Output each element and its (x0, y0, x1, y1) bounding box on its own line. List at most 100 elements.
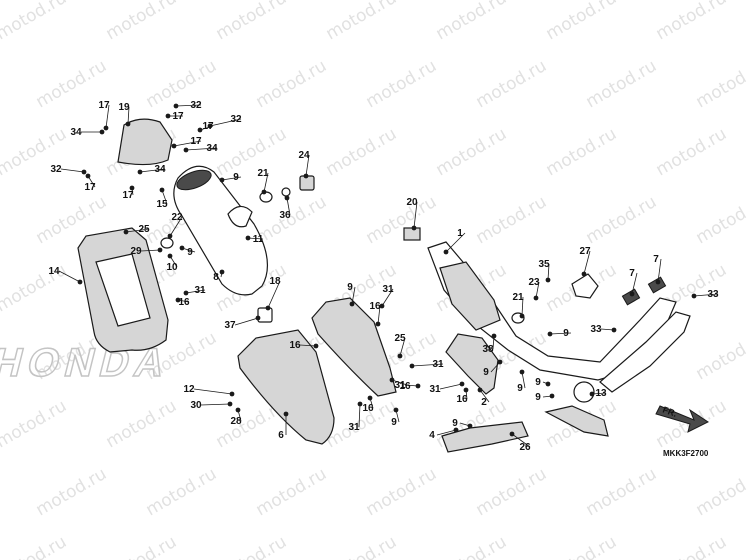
fastener-mark (137, 169, 143, 175)
leader-line (411, 363, 444, 367)
fastener-mark (375, 321, 381, 327)
callout-7: 7 (653, 254, 659, 265)
callout-16: 16 (178, 297, 190, 308)
callout-21: 21 (512, 292, 524, 303)
fastener-mark (477, 387, 483, 393)
watermark-text: motod.ru (653, 0, 731, 44)
callout-17: 17 (172, 111, 184, 122)
watermark-text: motod.ru (583, 464, 661, 520)
watermark-text: motod.ru (0, 532, 70, 560)
callout-20: 20 (406, 197, 418, 208)
fastener-mark (123, 229, 129, 235)
leader-line (125, 228, 150, 233)
fastener-mark (183, 290, 189, 296)
callout-35: 35 (538, 259, 550, 270)
fastener-mark (77, 279, 83, 285)
callout-7: 7 (629, 268, 635, 279)
watermark-text: motod.ru (433, 532, 511, 560)
leader-line (479, 389, 490, 403)
muffler-tip (176, 169, 212, 191)
fastener-mark (443, 249, 449, 255)
callout-1: 1 (457, 228, 463, 239)
watermark-text: motod.ru (543, 0, 621, 44)
leader-line (399, 337, 406, 357)
leader-line (169, 216, 183, 237)
leader-line (234, 317, 259, 326)
fastener-mark (103, 125, 109, 131)
pipe-bracket (445, 333, 499, 395)
leader-line (583, 250, 591, 275)
pipe-collar-b (647, 276, 667, 294)
callout-33: 33 (590, 324, 602, 335)
callout-24: 24 (298, 150, 310, 161)
watermark-text: motod.ru (543, 532, 621, 560)
fastener-mark (589, 391, 595, 397)
callout-34: 34 (154, 164, 166, 175)
fastener-mark (379, 303, 385, 309)
fastener-mark (519, 313, 525, 319)
callout-17: 17 (202, 121, 214, 132)
watermark-text: motod.ru (33, 464, 111, 520)
callout-15: 15 (156, 199, 168, 210)
fastener-mark (85, 173, 91, 179)
catalyzer-chamber (439, 261, 501, 331)
watermark-text: motod.ru (693, 56, 747, 112)
fastener-mark (284, 195, 290, 201)
fastener-mark (167, 233, 173, 239)
fastener-mark (129, 185, 135, 191)
watermark-text: motod.ru (693, 328, 747, 384)
fastener-mark (629, 291, 635, 297)
leader-line (439, 383, 463, 390)
leader-line (105, 104, 110, 129)
callout-2: 2 (481, 397, 487, 408)
leader-line (305, 154, 310, 177)
watermark-text: motod.ru (143, 56, 221, 112)
watermark-text: motod.ru (583, 56, 661, 112)
leader-line (377, 305, 381, 325)
callout-9: 9 (391, 417, 397, 428)
callout-16: 16 (362, 403, 374, 414)
leader-line (547, 263, 550, 281)
fastener-mark (157, 247, 163, 253)
pipe-protector (544, 405, 609, 437)
watermark-text: motod.ru (693, 464, 747, 520)
fastener-mark (545, 381, 551, 387)
lower-cover (237, 329, 335, 445)
header-pipe-2 (599, 311, 691, 393)
fastener-mark (389, 377, 395, 383)
callout-13: 13 (595, 388, 607, 399)
watermark-text: motod.ru (213, 532, 291, 560)
fastener-mark (313, 343, 319, 349)
muffler-body (173, 165, 268, 296)
fastener-mark (229, 391, 235, 397)
heat-protector (311, 297, 397, 397)
callout-17: 17 (98, 100, 110, 111)
leader-line (221, 176, 242, 181)
watermark-text: motod.ru (363, 464, 441, 520)
callout-29: 29 (130, 246, 142, 257)
callout-31: 31 (382, 284, 394, 295)
fastener-mark (173, 103, 179, 109)
watermark-text: motod.ru (213, 124, 291, 180)
watermark-text: motod.ru (433, 124, 511, 180)
mount-bush (259, 191, 273, 203)
diagram-code: MKK3F2700 (663, 449, 709, 458)
fastener-mark (611, 327, 617, 333)
callout-9: 9 (563, 328, 569, 339)
fastener-mark (459, 381, 465, 387)
fastener-mark (393, 407, 399, 413)
fastener-mark (463, 387, 469, 393)
fastener-mark (357, 401, 363, 407)
leader-line (175, 104, 202, 107)
leader-line (511, 433, 531, 448)
leader-line (60, 168, 85, 173)
fastener-mark (245, 235, 251, 241)
leader-line (193, 388, 233, 395)
callout-9: 9 (483, 367, 489, 378)
watermark-text: motod.ru (473, 56, 551, 112)
fastener-mark (197, 127, 203, 133)
callout-9: 9 (347, 282, 353, 293)
fastener-mark (165, 113, 171, 119)
callout-9: 9 (517, 383, 523, 394)
leader-line (549, 332, 572, 335)
